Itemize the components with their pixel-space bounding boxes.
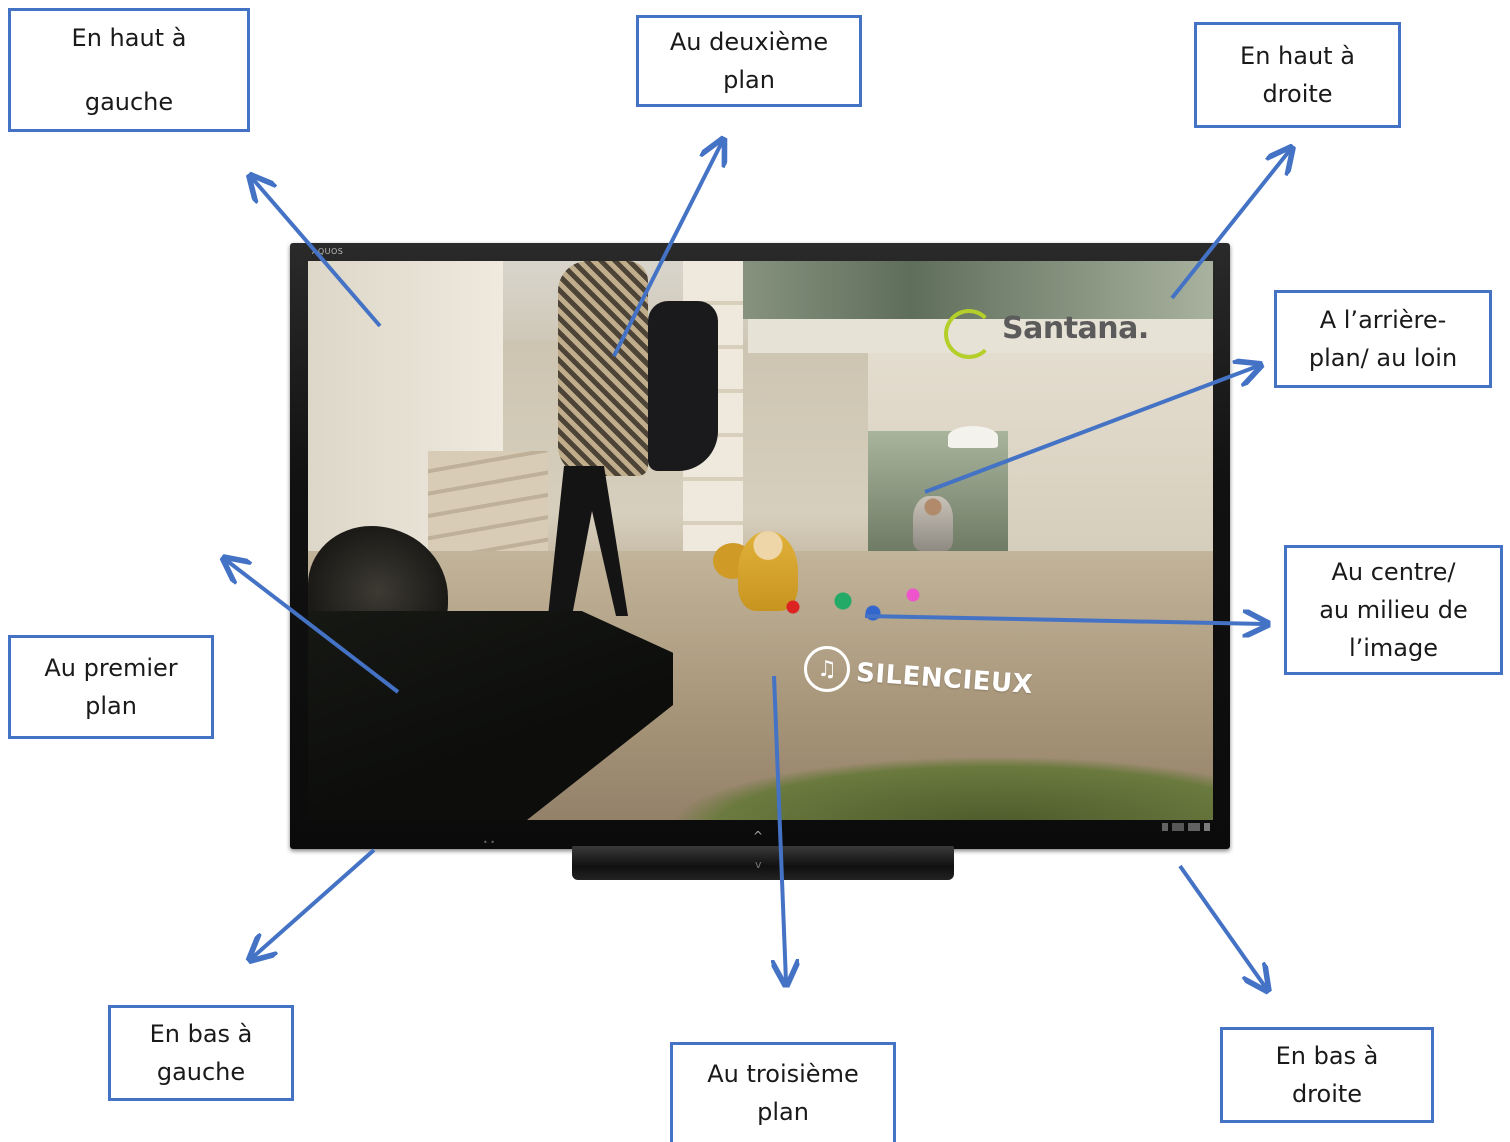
arrow-bottom-right bbox=[1178, 864, 1266, 988]
santana-logo-icon bbox=[944, 309, 994, 359]
arrow-top-right bbox=[1170, 150, 1290, 300]
arrow-bottom-left bbox=[252, 848, 376, 958]
tv-brand-top: AQUOS bbox=[312, 247, 344, 256]
santana-logo-text: Santana. bbox=[1002, 311, 1149, 346]
chevron-down-icon: v bbox=[755, 858, 762, 871]
status-icons bbox=[1162, 823, 1210, 831]
arrow-background bbox=[924, 366, 1258, 494]
arrow-foreground bbox=[226, 560, 400, 694]
scene-toys bbox=[753, 571, 953, 631]
music-note-icon: ♫ bbox=[804, 646, 850, 692]
scene-coat bbox=[648, 301, 718, 471]
chevron-up-icon: ^ bbox=[753, 829, 764, 843]
scene-man bbox=[913, 496, 953, 551]
label-background: A l’arrière-plan/ au loin bbox=[1274, 290, 1492, 388]
indicator-dots-icon: • • bbox=[483, 838, 495, 847]
arrow-center bbox=[864, 616, 1265, 624]
arrow-top-left bbox=[252, 178, 382, 328]
tv-screen-image: Santana. ♫ SILENCIEUX bbox=[308, 261, 1213, 820]
tv-stand: v bbox=[572, 846, 954, 880]
scene-lamp bbox=[948, 426, 998, 448]
scene-woman bbox=[558, 261, 648, 476]
arrow-third-plane bbox=[774, 675, 786, 982]
scene-rug bbox=[668, 756, 1213, 820]
arrow-second-plane bbox=[612, 142, 722, 357]
